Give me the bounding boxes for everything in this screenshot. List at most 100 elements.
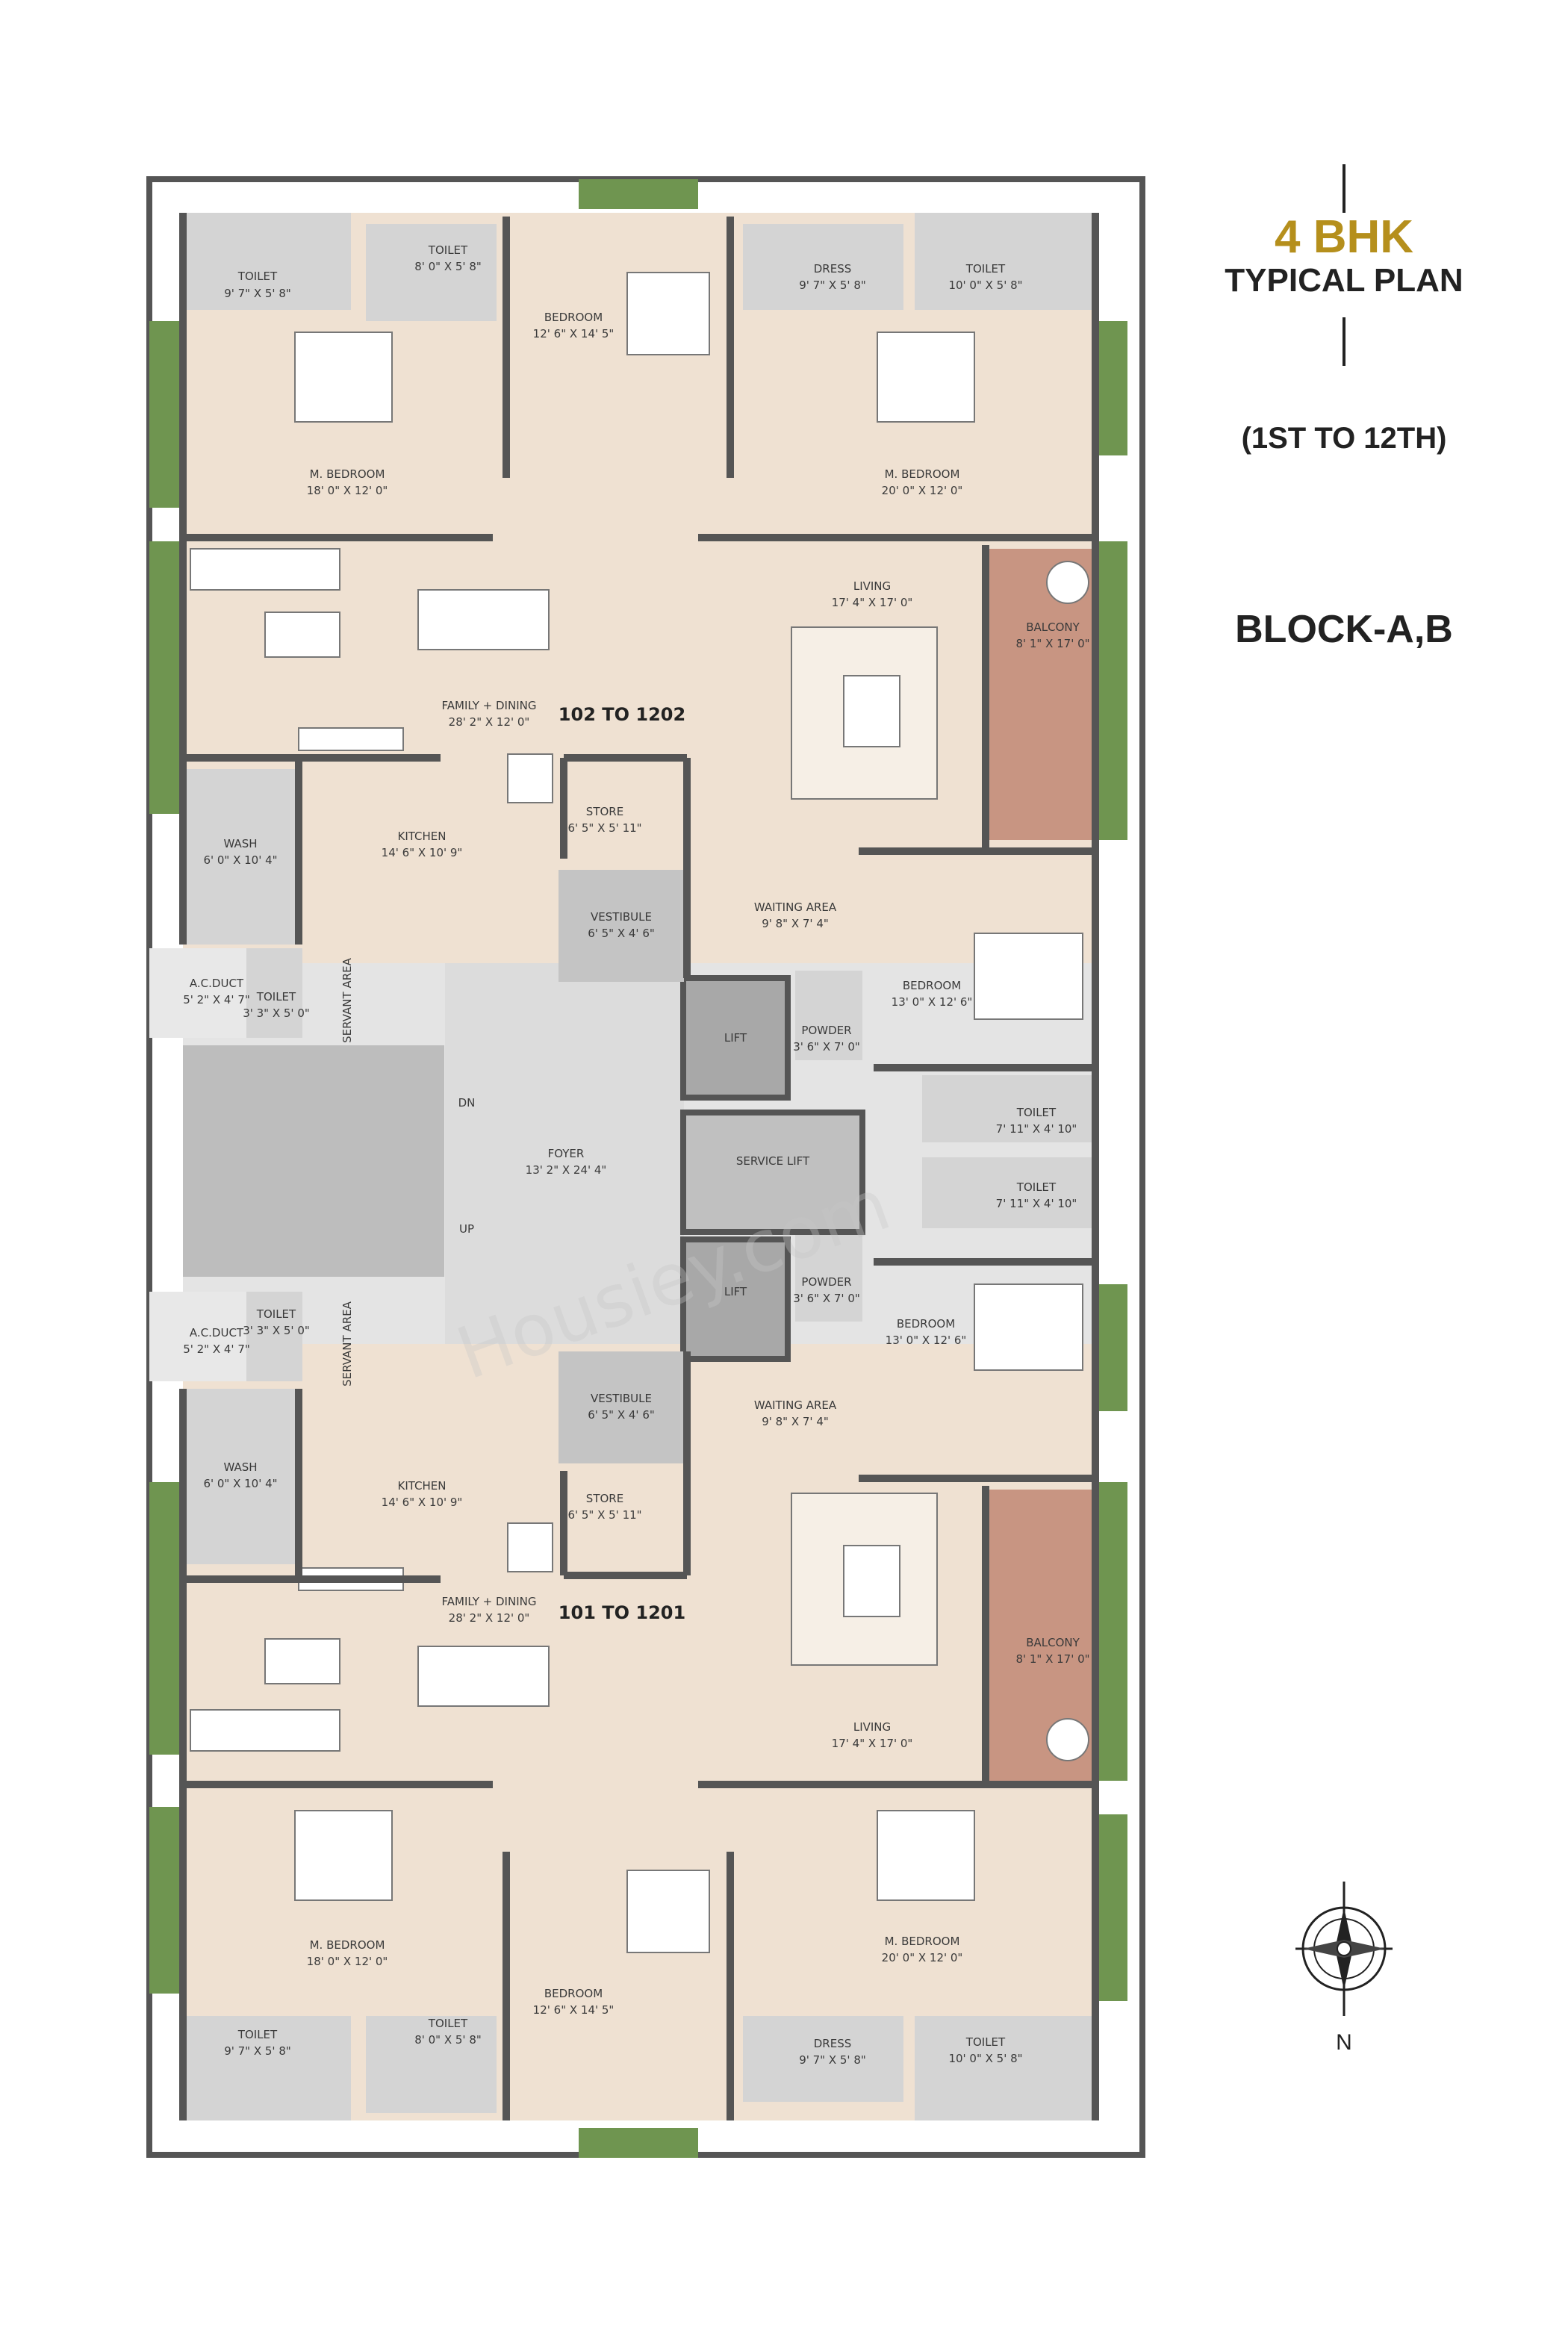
dim-bedroom-l-bottom: 12' 6" X 14' 5" [533, 2003, 615, 2017]
dim-toilet-u1: 9' 7" X 5' 8" [224, 287, 291, 300]
dim-balcony-u: 8' 1" X 17' 0" [1015, 637, 1089, 650]
label-mbed-u-right: M. BEDROOM [885, 467, 960, 481]
dim-toilet-u-small: 3' 3" X 5' 0" [243, 1006, 310, 1020]
dim-acduct-l: 5' 2" X 4' 7" [183, 1342, 250, 1356]
dim-toilet-u-side: 7' 11" X 4' 10" [996, 1122, 1077, 1136]
dim-toilet-l-side: 7' 11" X 4' 10" [996, 1197, 1077, 1210]
dim-toilet-l3: 10' 0" X 5' 8" [948, 2052, 1022, 2065]
dim-living-l: 17' 4" X 17' 0" [832, 1737, 913, 1750]
label-kitchen-u: KITCHEN [398, 830, 447, 843]
label-dn: DN [458, 1096, 476, 1110]
dim-mbed-l-right: 20' 0" X 12' 0" [882, 1951, 963, 1964]
label-servant-l: SERVANT AREA [340, 1301, 354, 1386]
label-lift-b: LIFT [724, 1285, 747, 1298]
room-labels: TOILET 9' 7" X 5' 8" TOILET 8' 0" X 5' 8… [183, 243, 1089, 2067]
dim-powder-l: 3' 6" X 7' 0" [793, 1292, 860, 1305]
title-floors: (1ST TO 12TH) [1242, 422, 1447, 455]
label-toilet-u1: TOILET [237, 270, 278, 283]
label-toilet-u2: TOILET [428, 243, 468, 257]
dim-waiting-u: 9' 8" X 7' 4" [762, 917, 829, 930]
unit-number-upper: 102 TO 1202 [559, 704, 685, 725]
label-toilet-l-small: TOILET [256, 1307, 296, 1321]
label-vestibule-u: VESTIBULE [591, 910, 652, 924]
label-toilet-u-side: TOILET [1016, 1106, 1057, 1119]
label-powder-l: POWDER [801, 1275, 851, 1289]
dim-foyer: 13' 2" X 24' 4" [526, 1163, 607, 1177]
title-bhk: 4 BHK [1275, 211, 1413, 263]
dim-wash-l: 6' 0" X 10' 4" [203, 1477, 277, 1490]
label-toilet-l1: TOILET [237, 2028, 278, 2041]
dim-balcony-l: 8' 1" X 17' 0" [1015, 1652, 1089, 1666]
label-bedroom-u-top: BEDROOM [544, 311, 603, 324]
title-plan: TYPICAL PLAN [1225, 262, 1463, 299]
label-dress-u: DRESS [814, 262, 852, 276]
label-acduct-u: A.C.DUCT [190, 977, 244, 990]
label-vestibule-l: VESTIBULE [591, 1392, 652, 1405]
title-block-name: BLOCK-A,B [1235, 608, 1453, 651]
dim-dress-u: 9' 7" X 5' 8" [799, 279, 866, 292]
label-bedroom-l-side: BEDROOM [897, 1317, 955, 1331]
dim-toilet-u2: 8' 0" X 5' 8" [414, 260, 482, 273]
dim-acduct-u: 5' 2" X 4' 7" [183, 993, 250, 1006]
label-lift-a: LIFT [724, 1031, 747, 1045]
dim-toilet-l2: 8' 0" X 5' 8" [414, 2033, 482, 2047]
label-toilet-l-side: TOILET [1016, 1180, 1057, 1194]
label-servant-u: SERVANT AREA [340, 957, 354, 1042]
dim-powder-u: 3' 6" X 7' 0" [793, 1040, 860, 1054]
label-toilet-l2: TOILET [428, 2017, 468, 2030]
label-service-lift: SERVICE LIFT [736, 1154, 810, 1168]
label-balcony-u: BALCONY [1026, 620, 1080, 634]
dim-mbed-u-right: 20' 0" X 12' 0" [882, 484, 963, 497]
label-toilet-u3: TOILET [965, 262, 1006, 276]
dim-kitchen-u: 14' 6" X 10' 9" [382, 846, 463, 859]
label-foyer: FOYER [548, 1147, 585, 1160]
label-waiting-u: WAITING AREA [754, 900, 837, 914]
label-store-u: STORE [586, 805, 623, 818]
label-up: UP [459, 1222, 474, 1236]
dim-toilet-l-small: 3' 3" X 5' 0" [243, 1324, 310, 1337]
label-powder-u: POWDER [801, 1024, 851, 1037]
walls [179, 213, 1099, 2120]
label-living-l: LIVING [853, 1720, 891, 1734]
label-bedroom-u-side: BEDROOM [903, 979, 961, 992]
unit-number-lower: 101 TO 1201 [559, 1602, 685, 1623]
label-living-u: LIVING [853, 579, 891, 593]
dim-mbed-l-left: 18' 0" X 12' 0" [307, 1955, 388, 1968]
dim-store-u: 6' 5" X 5' 11" [567, 821, 641, 835]
compass-north-label: N [1336, 2030, 1352, 2055]
dim-family-l: 28' 2" X 12' 0" [449, 1611, 530, 1625]
label-toilet-u-small: TOILET [256, 990, 296, 1003]
dim-living-u: 17' 4" X 17' 0" [832, 596, 913, 609]
dim-vestibule-l: 6' 5" X 4' 6" [588, 1408, 655, 1422]
label-acduct-l: A.C.DUCT [190, 1326, 244, 1339]
label-wash-u: WASH [223, 837, 257, 850]
dim-toilet-u3: 10' 0" X 5' 8" [948, 279, 1022, 292]
label-bedroom-l-bottom: BEDROOM [544, 1987, 603, 2000]
furniture [190, 272, 1089, 1953]
label-toilet-l3: TOILET [965, 2035, 1006, 2049]
planter-top [579, 179, 698, 209]
label-wash-l: WASH [223, 1460, 257, 1474]
dim-bedroom-u-side: 13' 0" X 12' 6" [892, 995, 973, 1009]
label-waiting-l: WAITING AREA [754, 1398, 837, 1412]
dim-bedroom-u-top: 12' 6" X 14' 5" [533, 327, 615, 340]
label-family-u: FAMILY + DINING [442, 699, 537, 712]
planter-bottom [579, 2128, 698, 2158]
dim-dress-l: 9' 7" X 5' 8" [799, 2053, 866, 2067]
dim-wash-u: 6' 0" X 10' 4" [203, 853, 277, 867]
dim-store-l: 6' 5" X 5' 11" [567, 1508, 641, 1522]
dim-mbed-u-left: 18' 0" X 12' 0" [307, 484, 388, 497]
wet-areas [149, 213, 1098, 2120]
dim-toilet-l1: 9' 7" X 5' 8" [224, 2044, 291, 2058]
label-store-l: STORE [586, 1492, 623, 1505]
label-dress-l: DRESS [814, 2037, 852, 2050]
dim-kitchen-l: 14' 6" X 10' 9" [382, 1496, 463, 1509]
planters [149, 179, 1127, 2158]
label-balcony-l: BALCONY [1026, 1636, 1080, 1649]
label-mbed-l-left: M. BEDROOM [310, 1938, 385, 1952]
label-kitchen-l: KITCHEN [398, 1479, 447, 1493]
dim-waiting-l: 9' 8" X 7' 4" [762, 1415, 829, 1428]
dim-vestibule-u: 6' 5" X 4' 6" [588, 927, 655, 940]
lift-shafts [559, 870, 865, 1463]
